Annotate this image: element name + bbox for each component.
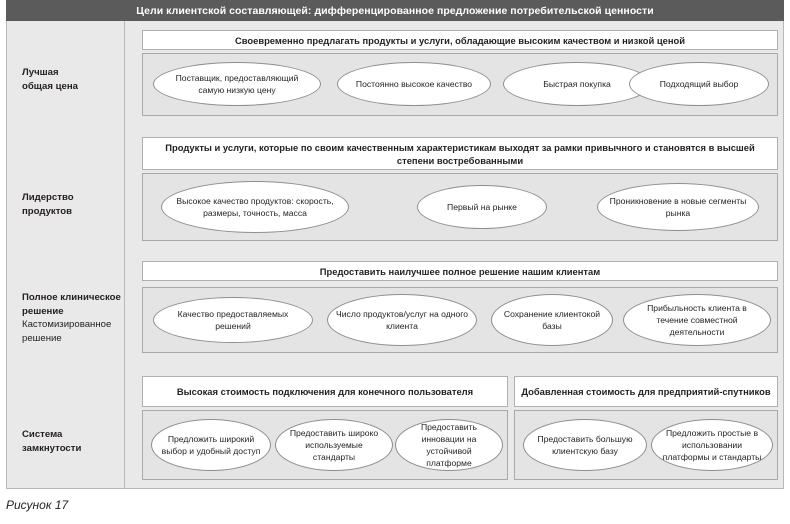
group-header-lock-in-right: Добавленная стоимость для предприятий-сп… [514, 376, 778, 407]
oval-item[interactable]: Предоставить инновации на устойчивой пла… [395, 419, 503, 471]
oval-item[interactable]: Постоянно высокое качество [337, 62, 491, 106]
group-header-best-total-cost: Своевременно предлагать продукты и услуг… [142, 30, 778, 50]
group-header-lock-in-left: Высокая стоимость подключения для конечн… [142, 376, 508, 407]
oval-item[interactable]: Поставщик, предоставляющий самую низкую … [153, 62, 321, 106]
oval-item[interactable]: Предложить простые в использовании платф… [651, 419, 773, 471]
oval-item[interactable]: Предоставить широко используемые стандар… [275, 419, 393, 471]
figure-title-band: Цели клиентской составляющей: дифференци… [6, 0, 784, 21]
oval-item[interactable]: Предоставить большую клиентскую базу [523, 419, 647, 471]
oval-item[interactable]: Качество предоставляемых решений [153, 297, 313, 343]
group-header-product-leadership: Продукты и услуги, которые по своим каче… [142, 137, 778, 170]
oval-group-complete-solution: Качество предоставляемых решений Число п… [142, 287, 778, 353]
oval-item[interactable]: Предложить широкий выбор и удобный досту… [151, 419, 271, 471]
figure-title: Цели клиентской составляющей: дифференци… [136, 4, 654, 17]
oval-item[interactable]: Подходящий выбор [629, 62, 769, 106]
oval-group-product-leadership: Высокое качество продуктов: скорость, ра… [142, 173, 778, 241]
oval-item[interactable]: Первый на рынке [417, 185, 547, 229]
figure-caption: Рисунок 17 [6, 498, 69, 512]
oval-item[interactable]: Быстрая покупка [503, 62, 651, 106]
oval-group-lock-in-left: Предложить широкий выбор и удобный досту… [142, 410, 508, 480]
oval-item[interactable]: Сохранение клиентокой базы [491, 294, 613, 346]
oval-item[interactable]: Проникновение в новые сегменты рынка [597, 183, 759, 231]
label-column-divider [124, 21, 125, 489]
oval-group-best-total-cost: Поставщик, предоставляющий самую низкую … [142, 53, 778, 116]
oval-item[interactable]: Прибыльность клиента в течение совместно… [623, 294, 771, 346]
oval-item[interactable]: Высокое качество продуктов: скорость, ра… [161, 181, 349, 233]
oval-group-lock-in-right: Предоставить большую клиентскую базу Пре… [514, 410, 778, 480]
group-header-complete-solution: Предоставить наилучшее полное решение на… [142, 261, 778, 281]
oval-item[interactable]: Число продуктов/услуг на одного клиента [327, 294, 477, 346]
